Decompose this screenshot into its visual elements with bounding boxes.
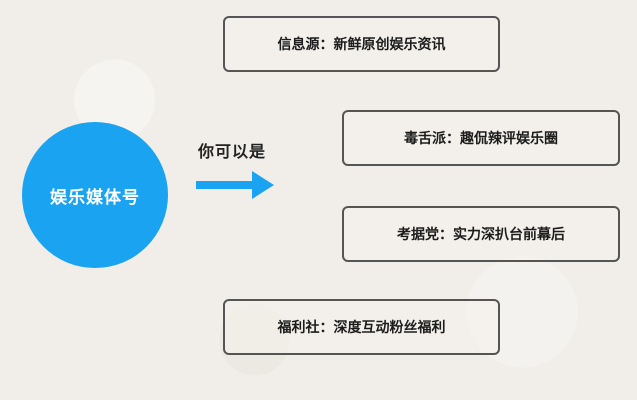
center-node-circle: 娱乐媒体号 xyxy=(22,122,168,268)
node-box-researcher: 考据党：实力深扒台前幕后 xyxy=(342,206,620,262)
connector-label: 你可以是 xyxy=(198,142,267,161)
node-box-sharp-tongue: 毒舌派：趣侃辣评娱乐圈 xyxy=(342,110,620,166)
node-label: 毒舌派：趣侃辣评娱乐圈 xyxy=(404,131,558,147)
node-label: 考据党：实力深扒台前幕后 xyxy=(397,227,565,243)
right-arrow-icon xyxy=(196,171,274,199)
node-label: 信息源：新鲜原创娱乐资讯 xyxy=(277,37,446,53)
node-box-info-source: 信息源：新鲜原创娱乐资讯 xyxy=(223,16,500,72)
node-box-fan-welfare: 福利社：深度互动粉丝福利 xyxy=(223,299,500,355)
node-label: 福利社：深度互动粉丝福利 xyxy=(277,320,446,336)
center-node-label: 娱乐媒体号 xyxy=(50,187,140,208)
